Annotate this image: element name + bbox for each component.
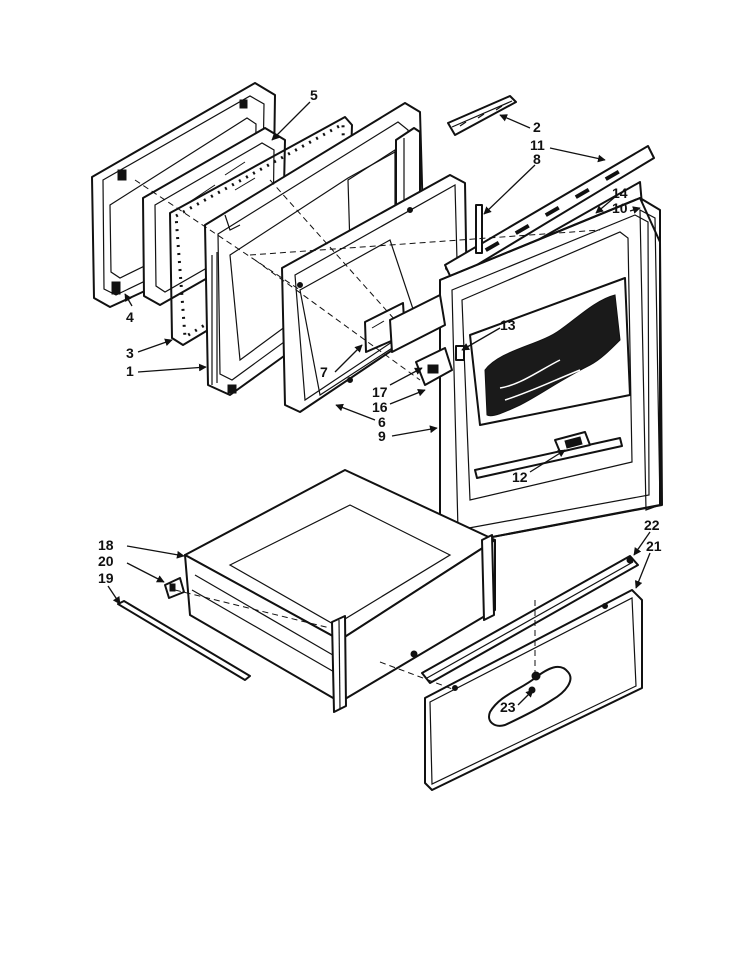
callout-5: 5 bbox=[310, 87, 318, 103]
callout-8: 8 bbox=[533, 151, 541, 167]
alignment-lines-drawer bbox=[174, 589, 536, 691]
callout-11: 11 bbox=[530, 137, 545, 153]
callout-10: 10 bbox=[612, 200, 628, 216]
callout-22: 22 bbox=[644, 517, 660, 533]
drawer-clip bbox=[164, 577, 185, 599]
callout-12: 12 bbox=[512, 469, 528, 485]
callout-7: 7 bbox=[320, 364, 328, 380]
callout-2: 2 bbox=[533, 119, 541, 135]
callout-19: 19 bbox=[98, 570, 114, 586]
drawer-rail bbox=[117, 600, 251, 681]
callout-21: 21 bbox=[646, 538, 662, 554]
callout-9: 9 bbox=[378, 428, 386, 444]
callout-16: 16 bbox=[372, 399, 388, 415]
callout-23: 23 bbox=[500, 699, 516, 715]
callout-18: 18 bbox=[98, 537, 114, 553]
callout-4: 4 bbox=[126, 309, 134, 325]
callout-14: 14 bbox=[612, 185, 628, 201]
alignment-lines-door bbox=[134, 179, 601, 381]
hinge-rod bbox=[475, 204, 483, 254]
outer-oven-door bbox=[439, 197, 663, 546]
callout-17: 17 bbox=[372, 384, 388, 400]
callout-3: 3 bbox=[126, 345, 134, 361]
callout-1: 1 bbox=[126, 363, 134, 379]
callout-20: 20 bbox=[98, 553, 114, 569]
callout-13: 13 bbox=[500, 317, 516, 333]
upper-trim-strip bbox=[447, 95, 517, 136]
door-hinge-bracket bbox=[389, 294, 465, 386]
storage-drawer bbox=[184, 469, 496, 713]
callout-6: 6 bbox=[378, 414, 386, 430]
